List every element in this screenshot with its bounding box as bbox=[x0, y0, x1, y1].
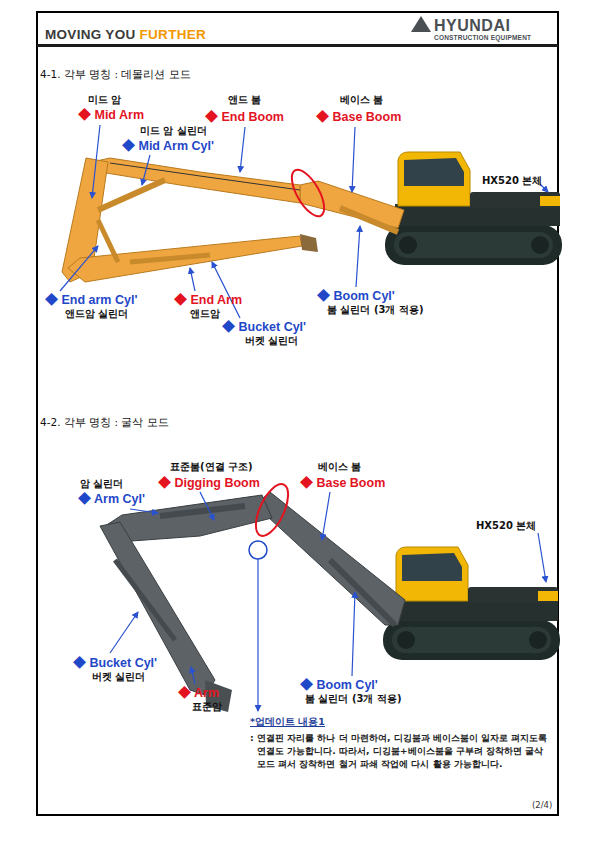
page-number: (2/4) bbox=[532, 800, 552, 810]
part-name: 미드 암 실린더 bbox=[140, 125, 207, 137]
update-note: : 연결핀 자리를 하나 더 마련하여, 디깅붐과 베이스붐이 일자로 펴지도록… bbox=[250, 731, 549, 770]
section-heading: 4-2. 각부 명칭 : 굴삭 모드 bbox=[40, 416, 169, 429]
part-label: ◆ End Boom bbox=[205, 110, 284, 125]
part-name: 앤드 붐 bbox=[228, 94, 261, 106]
part-label: ◆ Arm Cyl' bbox=[78, 492, 145, 507]
part-label: ◆ Base Boom bbox=[300, 476, 385, 491]
update-heading: *업데이트 내용1 bbox=[250, 716, 325, 727]
part-label: ◆ Bucket Cyl' bbox=[222, 320, 306, 335]
part-name: 미드 암 bbox=[88, 94, 121, 106]
part-name: 표준붐(연결 구조) bbox=[170, 461, 253, 473]
part-label: ◆ End Arm bbox=[174, 293, 242, 308]
part-label: ◆ Boom Cyl' bbox=[317, 289, 395, 304]
machine-label: HX520 본체 bbox=[482, 175, 542, 187]
part-name: 버켓 실린더 bbox=[245, 335, 298, 347]
part-label: ◆ Digging Boom bbox=[158, 476, 260, 491]
part-name: 표준암 bbox=[192, 701, 222, 713]
part-name: 붐 실린더 (3개 적용) bbox=[305, 693, 402, 705]
section-heading: 4-1. 각부 명칭 : 데몰리션 모드 bbox=[40, 68, 191, 81]
machine-label: HX520 본체 bbox=[476, 520, 536, 532]
part-name: 붐 실린더 (3개 적용) bbox=[327, 304, 424, 316]
header-text: FURTHER bbox=[140, 27, 207, 43]
logo-text: HYUNDAI bbox=[434, 16, 510, 35]
part-label: ◆ Arm bbox=[178, 686, 219, 701]
header-text: MOVING YOU bbox=[45, 27, 136, 43]
part-label: ◆ Base Boom bbox=[316, 110, 401, 125]
part-name: 베이스 붐 bbox=[340, 94, 383, 106]
part-name: 앤드암 bbox=[190, 308, 220, 320]
part-label: ◆ Mid Arm bbox=[78, 108, 144, 123]
part-name: 앤드암 실린더 bbox=[65, 308, 128, 320]
part-label: ◆ Mid Arm Cyl' bbox=[122, 139, 214, 154]
part-label: ◆ End arm Cyl' bbox=[45, 293, 137, 308]
part-name: 버켓 실린더 bbox=[92, 671, 145, 683]
part-name: 암 실린더 bbox=[80, 478, 123, 490]
part-label: ◆ Bucket Cyl' bbox=[73, 656, 157, 671]
part-name: 베이스 붐 bbox=[318, 461, 361, 473]
part-label: ◆ Boom Cyl' bbox=[300, 678, 378, 693]
logo-text: CONSTRUCTION EQUIPMENT bbox=[434, 34, 531, 42]
